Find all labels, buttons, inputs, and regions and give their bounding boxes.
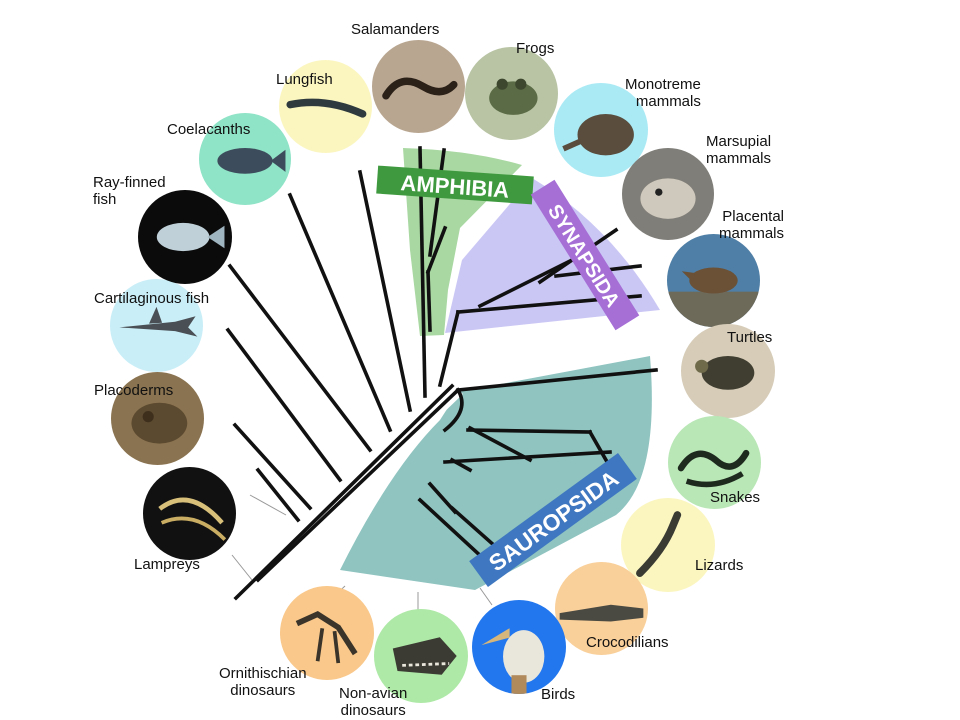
fish-icon xyxy=(138,190,232,284)
lizard-icon xyxy=(621,498,715,592)
taxon-label-ray-finned-fish: Ray-finned fish xyxy=(93,174,166,208)
opossum-icon xyxy=(622,148,714,240)
salamander-icon xyxy=(372,40,465,133)
taxon-label-birds: Birds xyxy=(541,686,576,703)
frog-icon xyxy=(465,47,558,140)
coelacanth-icon xyxy=(199,113,291,205)
taxon-label-monotreme-mammals: Monotreme mammals xyxy=(625,76,701,110)
taxon-label-coelacanths: Coelacanths xyxy=(167,121,251,138)
trex-skull-icon xyxy=(374,609,468,703)
taxon-label-lungfish: Lungfish xyxy=(276,71,333,88)
lamprey-icon xyxy=(143,467,236,560)
taxon-label-turtles: Turtles xyxy=(727,329,773,346)
ornithischian-skeleton-icon xyxy=(280,586,374,680)
echidna-icon xyxy=(554,83,648,177)
taxon-label-non-avian-dinosaurs: Non-avian dinosaurs xyxy=(339,685,408,719)
taxon-label-frogs: Frogs xyxy=(516,40,555,57)
wolf-icon xyxy=(667,234,760,327)
placoderm-fossil-icon xyxy=(111,372,204,465)
taxon-label-lizards: Lizards xyxy=(695,557,744,574)
taxon-label-snakes: Snakes xyxy=(710,489,761,506)
crocodile-icon xyxy=(555,562,648,655)
taxon-label-lampreys: Lampreys xyxy=(134,556,200,573)
taxon-label-salamanders: Salamanders xyxy=(351,21,440,38)
sauropsida-clade-region xyxy=(340,356,652,590)
taxon-label-placental-mammals: Placental mammals xyxy=(719,208,785,242)
lungfish-icon xyxy=(279,60,372,153)
shark-icon xyxy=(110,279,203,372)
pelican-icon xyxy=(472,600,566,694)
tree-branches xyxy=(225,146,658,602)
taxon-label-placoderms: Placoderms xyxy=(94,382,174,399)
snake-icon xyxy=(668,416,761,509)
taxon-label-cartilaginous-fish: Cartilaginous fish xyxy=(94,290,210,307)
taxon-label-ornithischian-dinosaurs: Ornithischian dinosaurs xyxy=(219,665,307,699)
taxon-label-marsupial-mammals: Marsupial mammals xyxy=(706,133,772,167)
taxon-label-crocodilians: Crocodilians xyxy=(586,634,669,651)
turtle-icon xyxy=(681,324,775,418)
